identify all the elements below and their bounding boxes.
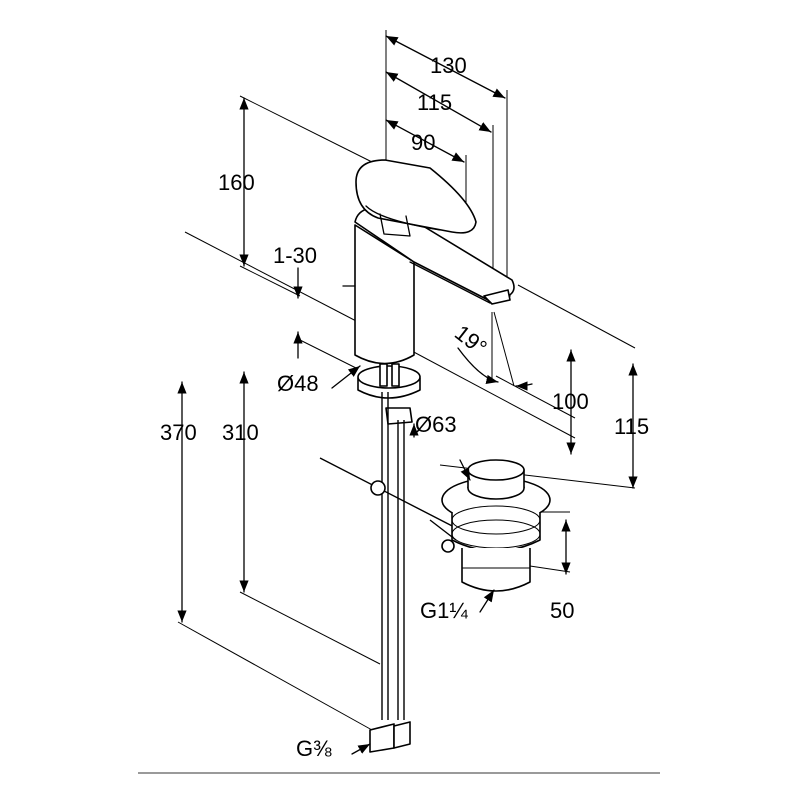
spout-angle-dimension <box>457 311 533 391</box>
label-50: 50 <box>550 598 574 623</box>
flexible-hoses <box>369 392 411 753</box>
label-370: 370 <box>160 420 197 445</box>
dimension-labels: 130 115 90 160 1-30 19° Ø48 100 115 Ø63 … <box>160 53 649 761</box>
label-100: 100 <box>552 389 589 414</box>
label-160: 160 <box>218 170 255 195</box>
waste-height-dimension <box>529 511 571 575</box>
label-115-reach: 115 <box>417 90 452 115</box>
dim-line-90 <box>385 119 465 163</box>
reach-dimensions <box>385 30 508 290</box>
lever-height-dimension <box>239 95 373 297</box>
deck-plane <box>184 231 636 489</box>
faucet-body <box>342 159 515 425</box>
popup-waste <box>319 457 551 592</box>
label-g1-1-4: G1¼ <box>420 598 468 623</box>
label-d63: Ø63 <box>415 412 457 437</box>
label-d48: Ø48 <box>277 371 319 396</box>
leader-lines <box>331 365 495 755</box>
dim-line-115-reach <box>385 71 492 133</box>
label-130: 130 <box>430 53 467 78</box>
label-115-height: 115 <box>614 414 649 439</box>
label-19-degrees: 19° <box>450 320 492 360</box>
height-dimensions-left <box>177 371 381 731</box>
label-1-30: 1-30 <box>273 243 317 268</box>
label-310: 310 <box>222 420 259 445</box>
label-g3-8: G⅜ <box>296 736 332 761</box>
height-dimensions-right <box>566 349 638 489</box>
label-90: 90 <box>411 130 435 155</box>
